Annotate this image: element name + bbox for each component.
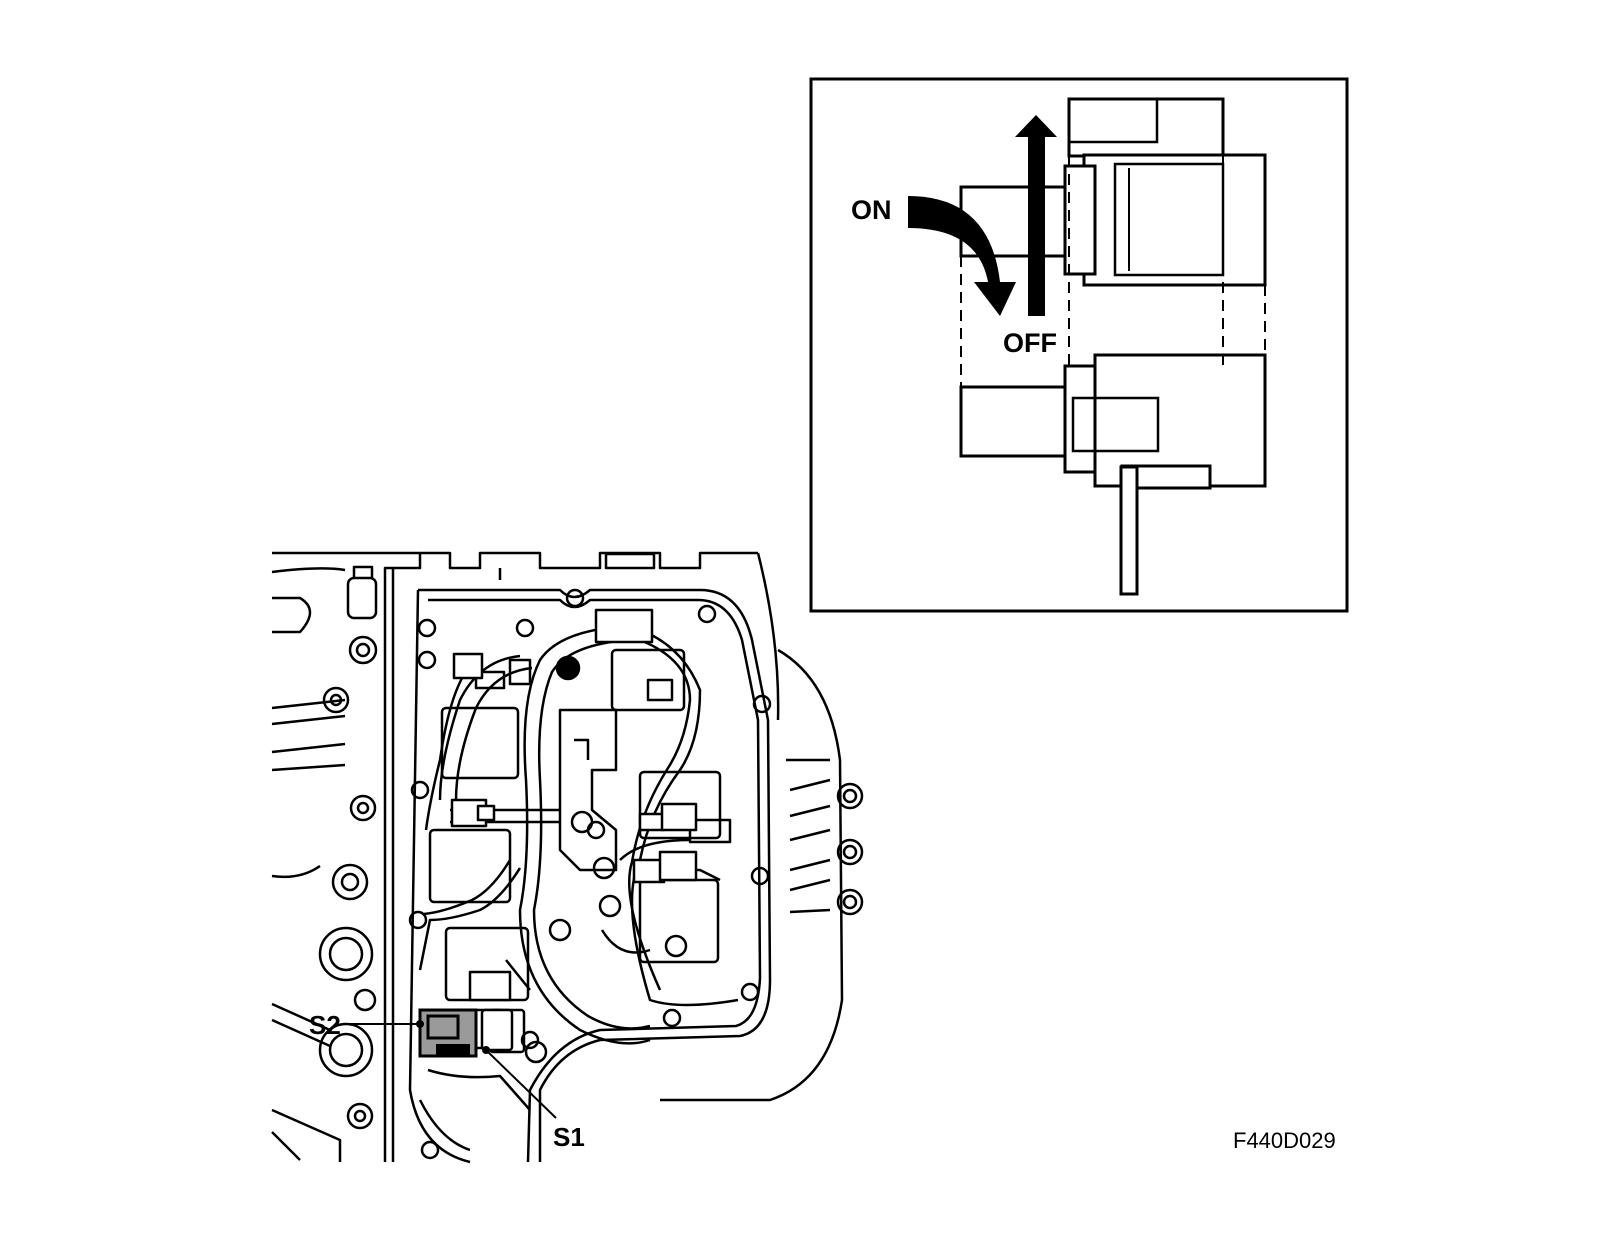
inset-panel: ON OFF	[809, 77, 1349, 613]
off-label: OFF	[1003, 328, 1057, 358]
left-bolts	[318, 565, 378, 1130]
s1-label: S1	[553, 1122, 585, 1152]
on-label: ON	[851, 195, 892, 225]
on-off-curved-arrow-icon	[908, 196, 1016, 316]
transmission-valve-body	[271, 551, 864, 1164]
housing-left	[271, 551, 422, 1162]
harness-connectors	[450, 608, 698, 1002]
gasket-outline	[408, 588, 772, 1164]
housing-right	[660, 648, 864, 1102]
lower-detail	[418, 1068, 531, 1160]
figure-code: F440D029	[1233, 1128, 1336, 1153]
callout-leaders	[346, 1020, 557, 1119]
s2-label: S2	[309, 1010, 341, 1040]
slide-up-arrow-icon	[1015, 115, 1057, 316]
housing-top	[420, 551, 780, 721]
s2-connector-highlight	[418, 1008, 514, 1058]
gasket-outline-inner	[428, 598, 762, 1163]
upper-connector	[959, 97, 1267, 287]
lower-connector	[959, 353, 1267, 596]
gasket-bolts	[408, 588, 772, 1050]
alignment-guides	[960, 156, 1266, 387]
